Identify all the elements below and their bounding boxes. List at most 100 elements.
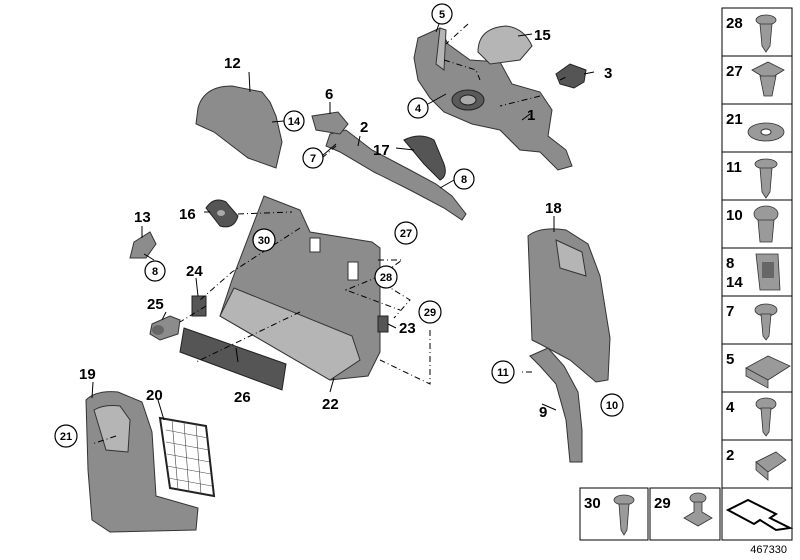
svg-text:30: 30: [258, 235, 270, 247]
svg-text:28: 28: [380, 272, 392, 284]
callout-15: 15: [534, 27, 551, 44]
legend-cell-5: 5: [721, 343, 793, 393]
legend-cell-11: 11: [721, 151, 793, 201]
legend-cell-30: 30: [579, 487, 649, 541]
part-13-bracket: [129, 231, 157, 259]
svg-text:7: 7: [310, 153, 316, 165]
part-1-trim-carrier: [413, 27, 573, 171]
part-20-net: [158, 416, 216, 498]
leader-lines: [91, 15, 595, 421]
circled-callout-10: 10: [600, 393, 624, 417]
part-18-rear-trim: [527, 228, 611, 383]
callout-19: 19: [79, 366, 96, 383]
part-26-strip: [179, 327, 287, 391]
svg-text:8: 8: [461, 174, 467, 186]
torx-screw-icon: [613, 494, 635, 536]
part-19-lower-trim: [85, 391, 199, 533]
circled-callout-29: 29: [418, 300, 442, 324]
legend-cell-arrow: [721, 487, 794, 541]
svg-text:8: 8: [152, 266, 158, 278]
svg-text:10: 10: [726, 207, 743, 224]
svg-text:27: 27: [400, 228, 412, 240]
svg-text:4: 4: [726, 399, 735, 416]
legend-cell-4: 4: [721, 391, 793, 441]
svg-text:11: 11: [726, 159, 742, 176]
callout-26: 26: [234, 389, 251, 406]
flange-screw-icon: [754, 158, 778, 199]
circled-callout-4: 4: [407, 97, 429, 119]
hex-screw-icon: [754, 303, 778, 341]
circled-callout-30: 30: [252, 228, 276, 252]
svg-text:4: 4: [415, 103, 422, 115]
callout-24: 24: [186, 263, 203, 280]
dash-dot-lines: [91, 23, 569, 445]
callout-23: 23: [399, 320, 416, 337]
hardware-legend-panel: 28 27 21 11: [579, 7, 794, 541]
svg-text:8: 8: [726, 255, 734, 272]
part-3-bracket: [555, 63, 587, 89]
collar-screw-icon: [755, 397, 777, 437]
part-17-cover-piece: [403, 135, 446, 181]
callout-17: 17: [373, 142, 390, 159]
circled-callout-28: 28: [374, 265, 398, 289]
part-9-pillar-trim: [529, 347, 583, 463]
svg-text:2: 2: [726, 447, 734, 464]
svg-text:7: 7: [726, 303, 734, 320]
callout-3: 3: [604, 65, 612, 82]
circled-callout-8-left: 8: [144, 260, 166, 282]
svg-text:5: 5: [439, 9, 445, 21]
callout-9: 9: [539, 404, 547, 421]
push-rivet-icon: [683, 492, 713, 527]
svg-text:28: 28: [726, 15, 743, 32]
svg-text:14: 14: [726, 274, 743, 291]
legend-cell-27: 27: [721, 55, 793, 105]
figure-reference-number: 467330: [750, 544, 787, 556]
callout-22: 22: [322, 396, 339, 413]
legend-cell-8-14: 8 14: [721, 247, 793, 297]
callout-1: 1: [527, 107, 535, 124]
circled-callout-5: 5: [431, 3, 453, 25]
arrow-mark-icon: [725, 498, 794, 532]
callout-16: 16: [179, 206, 196, 223]
callout-25: 25: [147, 296, 164, 313]
callout-6: 6: [325, 86, 333, 103]
svg-text:29: 29: [654, 495, 671, 512]
legend-cell-29: 29: [649, 487, 721, 541]
svg-text:21: 21: [726, 111, 743, 128]
svg-text:10: 10: [606, 400, 618, 412]
svg-text:5: 5: [726, 351, 734, 368]
clip-nut-icon: [755, 451, 787, 481]
spring-washer-icon: [747, 122, 785, 142]
part-15-cover: [477, 25, 533, 65]
legend-cell-21: 21: [721, 103, 793, 153]
circled-callout-8-top: 8: [453, 168, 475, 190]
svg-text:14: 14: [288, 116, 301, 128]
callout-12: 12: [224, 55, 241, 72]
part-25-socket: [149, 315, 181, 341]
legend-cell-28: 28: [721, 7, 793, 57]
legend-cell-2: 2: [721, 439, 793, 489]
legend-cell-10: 10: [721, 199, 793, 249]
circled-callout-27: 27: [394, 221, 418, 245]
callout-18: 18: [545, 200, 562, 217]
sheet-clip-icon: [755, 253, 781, 291]
part-2-sill-strip: [325, 129, 467, 221]
part-16-seal: [205, 199, 239, 228]
circled-callout-7: 7: [302, 147, 324, 169]
circled-callouts: 5 4 14 7 8 8 30 27: [54, 3, 624, 448]
svg-text:29: 29: [424, 307, 436, 319]
callout-20: 20: [146, 387, 163, 404]
svg-text:21: 21: [60, 431, 72, 443]
svg-text:30: 30: [584, 495, 601, 512]
callout-13: 13: [134, 209, 151, 226]
part-12-side-trim: [195, 85, 283, 169]
expanding-rivet-icon: [753, 205, 779, 243]
square-clip-icon: [751, 61, 785, 97]
svg-text:11: 11: [497, 367, 509, 379]
part-6-clip-piece: [311, 111, 349, 135]
circled-callout-11: 11: [491, 360, 515, 384]
circled-callout-14: 14: [283, 110, 305, 132]
callout-2: 2: [360, 119, 368, 136]
circled-callout-21: 21: [54, 424, 78, 448]
